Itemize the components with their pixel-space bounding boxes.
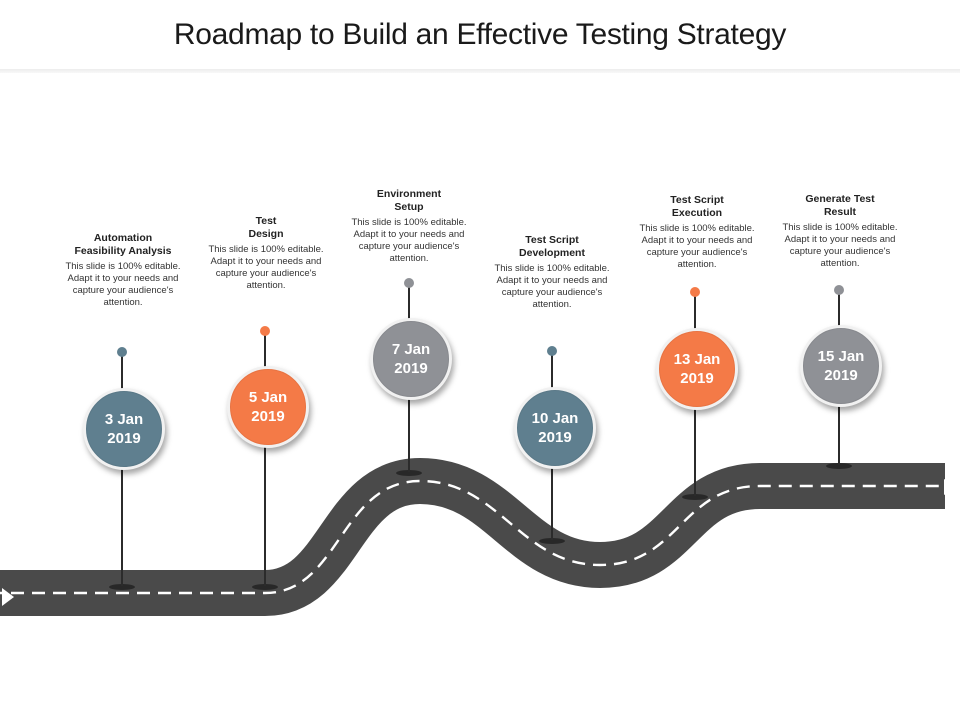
milestone-description: This slide is 100% editable. Adapt it to… bbox=[65, 261, 181, 308]
milestone-description: This slide is 100% editable. Adapt it to… bbox=[782, 222, 898, 269]
date-year: 2019 bbox=[538, 429, 572, 446]
milestone-description: This slide is 100% editable. Adapt it to… bbox=[351, 217, 467, 264]
title-divider bbox=[0, 69, 960, 73]
date-circle-1: 3 Jan 2019 bbox=[83, 388, 165, 470]
pin-base-shadow bbox=[826, 463, 852, 469]
pin-dot-4 bbox=[547, 346, 557, 356]
milestone-description: This slide is 100% editable. Adapt it to… bbox=[494, 263, 610, 310]
date-circle-3: 7 Jan 2019 bbox=[370, 318, 452, 400]
date-year: 2019 bbox=[680, 370, 714, 387]
date-day: 10 Jan bbox=[531, 410, 579, 427]
page-title: Roadmap to Build an Effective Testing St… bbox=[173, 18, 787, 51]
pin-dot-6 bbox=[834, 285, 844, 295]
pin-base-shadow bbox=[539, 538, 565, 544]
pin-dot-5 bbox=[690, 287, 700, 297]
date-circle-5: 13 Jan 2019 bbox=[656, 328, 738, 410]
pin-dot-2 bbox=[260, 326, 270, 336]
road-surface bbox=[0, 458, 945, 616]
road-end-arrow-icon bbox=[944, 479, 958, 495]
pin-base-shadow bbox=[109, 584, 135, 590]
milestone-description: This slide is 100% editable. Adapt it to… bbox=[208, 244, 324, 291]
date-year: 2019 bbox=[394, 360, 428, 377]
date-day: 15 Jan bbox=[817, 348, 865, 365]
date-day: 7 Jan bbox=[391, 341, 431, 358]
pin-base-shadow bbox=[396, 470, 422, 476]
road-start-arrow-icon bbox=[2, 588, 14, 606]
date-day: 13 Jan bbox=[673, 351, 721, 368]
road-dashed-centerline bbox=[0, 479, 945, 595]
pin-line bbox=[264, 331, 266, 586]
milestone-description: This slide is 100% editable. Adapt it to… bbox=[639, 223, 755, 270]
date-circle-4: 10 Jan 2019 bbox=[514, 387, 596, 469]
date-day: 3 Jan bbox=[104, 411, 144, 428]
date-year: 2019 bbox=[824, 367, 858, 384]
date-year: 2019 bbox=[251, 408, 285, 425]
date-circle-2: 5 Jan 2019 bbox=[227, 366, 309, 448]
date-year: 2019 bbox=[107, 430, 141, 447]
pin-base-shadow bbox=[682, 494, 708, 500]
pin-dot-3 bbox=[404, 278, 414, 288]
pin-dot-1 bbox=[117, 347, 127, 357]
date-circle-6: 15 Jan 2019 bbox=[800, 325, 882, 407]
date-day: 5 Jan bbox=[248, 389, 288, 406]
pin-base-shadow bbox=[252, 584, 278, 590]
